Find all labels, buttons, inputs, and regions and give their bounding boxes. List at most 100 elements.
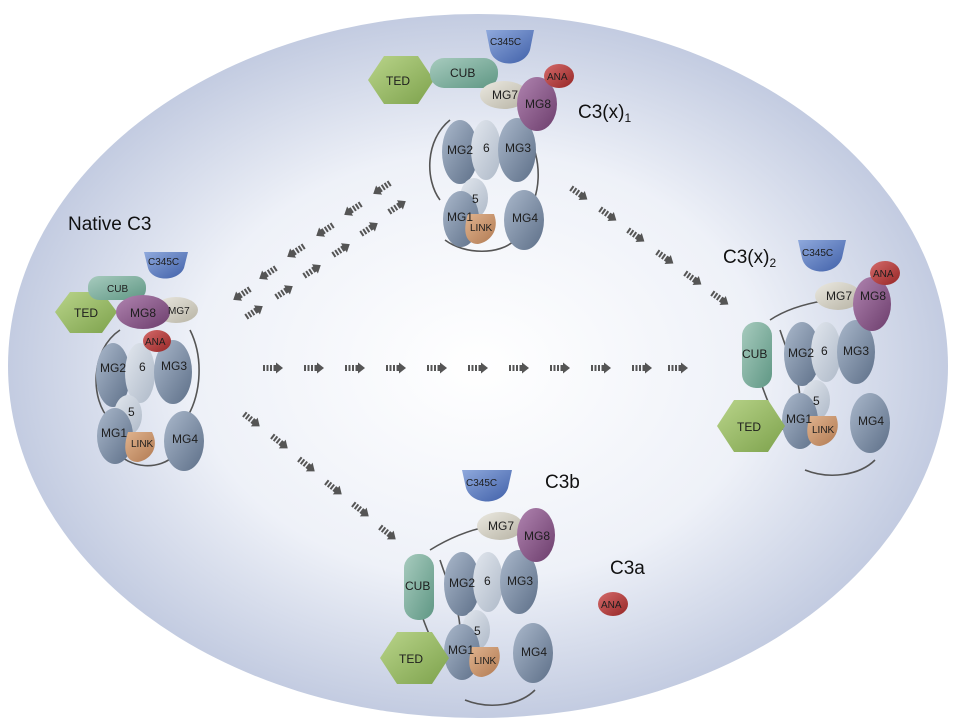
ted-domain <box>380 632 449 684</box>
mg8-label: MG8 <box>524 529 550 543</box>
mg2-domain <box>444 552 480 616</box>
mg4-domain <box>164 411 204 471</box>
c3x1-title-text: C3(x) <box>578 102 624 123</box>
c3b-structure: C3b CUB TED C345C MG7 MG8 MG2 6 MG3 5 MG… <box>380 470 580 706</box>
mg8-domain <box>116 295 170 329</box>
c3b-title: C3b <box>545 472 580 493</box>
ted-label: TED <box>399 652 423 666</box>
ana-label: ANA <box>145 337 166 348</box>
link-domain <box>125 432 155 462</box>
mg2-label: MG2 <box>100 361 126 375</box>
cub-domain <box>404 554 434 620</box>
mg5-label: 5 <box>474 624 481 638</box>
c3x1-title: C3(x)1 <box>578 102 631 125</box>
mg5-label: 5 <box>128 405 135 419</box>
c3a-structure: C3a ANA <box>598 558 645 616</box>
mg1-label: MG1 <box>786 412 812 426</box>
c3x2-title: C3(x)2 <box>723 247 776 270</box>
mg8-domain <box>853 277 891 331</box>
ted-label: TED <box>737 420 761 434</box>
mg7-domain <box>477 512 523 540</box>
cub-label: CUB <box>405 579 430 593</box>
mg7-label: MG7 <box>492 88 518 102</box>
ted-label: TED <box>74 306 98 320</box>
mg2-domain <box>442 120 478 184</box>
mg7-domain <box>815 282 861 310</box>
native-c3-structure: Native C3 TED CUB C345C MG8 MG7 ANA MG2 … <box>55 214 204 471</box>
ana-domain <box>870 261 900 285</box>
ana-domain <box>598 592 628 616</box>
mg4-domain <box>850 393 890 453</box>
background-ellipse <box>8 14 948 718</box>
mg3-domain <box>837 320 875 384</box>
cub-domain <box>742 322 772 388</box>
link-label: LINK <box>812 425 835 436</box>
mg1-label: MG1 <box>447 210 473 224</box>
ana-label: ANA <box>547 72 568 83</box>
link-label: LINK <box>470 223 493 234</box>
native-c3-title: Native C3 <box>68 214 151 235</box>
mg7-domain <box>480 81 528 109</box>
mg3-domain <box>154 340 192 404</box>
mg1-label: MG1 <box>448 643 474 657</box>
c345c-domain <box>144 252 188 279</box>
mg3-label: MG3 <box>161 359 187 373</box>
c3a-title: C3a <box>610 558 645 579</box>
mg6-domain <box>811 322 841 382</box>
mg4-domain <box>504 190 544 250</box>
cub-domain <box>430 58 498 88</box>
ana-domain <box>544 64 574 88</box>
mg3-domain <box>498 118 536 182</box>
mg5-label: 5 <box>472 192 479 206</box>
ted-domain <box>717 400 785 452</box>
c3x2-title-text: C3(x) <box>723 247 769 268</box>
mg7-label: MG7 <box>168 306 190 317</box>
mg8-domain <box>517 508 555 562</box>
c3x2-title-subscript: 2 <box>769 256 776 270</box>
mg3-domain <box>500 550 538 614</box>
ana-label: ANA <box>601 600 622 611</box>
c345c-domain <box>462 470 512 502</box>
mg3-label: MG3 <box>507 574 533 588</box>
cub-label: CUB <box>450 66 475 80</box>
c345c-label: C345C <box>148 257 179 268</box>
mg6-label: 6 <box>483 141 490 155</box>
link-domain <box>469 647 500 677</box>
c345c-label: C345C <box>802 248 833 259</box>
mg6-domain <box>471 120 501 180</box>
mg1-domain <box>97 408 133 464</box>
mg4-label: MG4 <box>858 414 884 428</box>
mg5-label: 5 <box>813 394 820 408</box>
ted-domain <box>368 56 434 104</box>
mg6-label: 6 <box>139 360 146 374</box>
c345c-domain <box>486 30 534 64</box>
c3x1-title-subscript: 1 <box>624 111 631 125</box>
mg4-label: MG4 <box>521 645 547 659</box>
mg6-domain <box>473 552 503 612</box>
c345c-label: C345C <box>466 478 497 489</box>
mg6-domain <box>125 343 155 403</box>
cub-label: CUB <box>107 284 128 295</box>
mg2-label: MG2 <box>788 346 814 360</box>
mg6-label: 6 <box>484 574 491 588</box>
mg8-label: MG8 <box>130 306 156 320</box>
link-domain <box>465 214 496 244</box>
c345c-label: C345C <box>490 37 521 48</box>
mg4-label: MG4 <box>172 432 198 446</box>
mg4-domain <box>513 623 553 683</box>
ted-domain <box>55 292 117 333</box>
cub-label: CUB <box>742 347 767 361</box>
c3x2-structure: C3(x)2 CUB TED C345C MG7 MG8 ANA MG2 6 M… <box>717 240 900 476</box>
mg1-label: MG1 <box>101 426 127 440</box>
mg3-label: MG3 <box>505 141 531 155</box>
mg8-label: MG8 <box>860 289 886 303</box>
mg8-domain <box>517 77 557 131</box>
ana-label: ANA <box>873 269 894 280</box>
mg7-label: MG7 <box>826 289 852 303</box>
link-label: LINK <box>131 439 154 450</box>
mg6-label: 6 <box>821 344 828 358</box>
mg3-label: MG3 <box>843 344 869 358</box>
mg4-label: MG4 <box>512 211 538 225</box>
mg7-label: MG7 <box>488 519 514 533</box>
